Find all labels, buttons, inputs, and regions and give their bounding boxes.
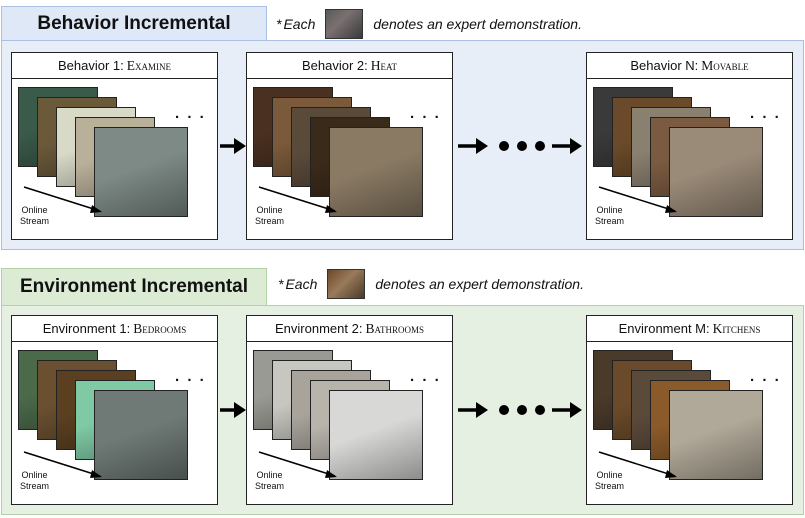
more-frames-dots: . . .	[175, 105, 206, 122]
more-frames-dots: . . .	[175, 368, 206, 385]
panel-title-prefix: Behavior 2:	[301, 58, 368, 73]
online-stream-label-line2: Stream	[255, 481, 285, 491]
ellipsis-arrow-icon	[458, 138, 582, 154]
panel-title-prefix: Behavior 1:	[57, 58, 124, 73]
online-stream-label-line1: Online	[256, 470, 283, 480]
panel-title-prefix: Environment M:	[618, 321, 710, 336]
stream-arrow-icon	[23, 451, 102, 478]
panel-title-task: Heat	[370, 57, 397, 73]
panel-title-prefix: Environment 2:	[275, 321, 363, 336]
note-star: *	[276, 16, 282, 32]
panel-title: Environment 1: Bedrooms	[12, 316, 217, 342]
panel-title-prefix: Environment 1:	[42, 321, 131, 336]
note-each: Each	[283, 16, 316, 32]
panel-title: Behavior 2: Heat	[247, 53, 452, 79]
online-stream-label-line2: Stream	[20, 216, 50, 226]
demonstration-frame	[94, 390, 188, 480]
stream-arrow-icon	[23, 186, 102, 213]
note-star: *	[278, 276, 284, 292]
panel-title-task: Examine	[126, 57, 171, 73]
more-frames-dots: . . .	[750, 105, 781, 122]
panel-title-prefix: Behavior N:	[630, 58, 699, 73]
online-stream-label-line1: Online	[596, 205, 623, 215]
online-stream-label-line1: Online	[596, 470, 623, 480]
online-stream-label-line1: Online	[21, 470, 48, 480]
environment-section-title: Environment Incremental	[1, 268, 267, 306]
online-stream-label-line1: Online	[256, 205, 283, 215]
panel-title: Environment M: Kitchens	[587, 316, 792, 342]
more-frames-dots: . . .	[750, 368, 781, 385]
panel-title: Environment 2: Bathrooms	[247, 316, 452, 342]
online-stream-label-line1: Online	[21, 205, 48, 215]
demonstration-frame	[669, 127, 763, 217]
demonstration-frame	[329, 127, 423, 217]
note-each: Each	[285, 276, 318, 292]
panel-title-task: Kitchens	[712, 320, 761, 336]
demonstration-frame	[94, 127, 188, 217]
arrow-right-icon	[220, 138, 246, 154]
arrow-right-icon	[220, 402, 246, 418]
stream-arrow-icon	[598, 186, 677, 213]
panel-title: Behavior 1: Examine	[12, 53, 217, 79]
more-frames-dots: . . .	[410, 105, 441, 122]
demonstration-frame	[669, 390, 763, 480]
demo-thumbnail-icon	[325, 9, 364, 39]
panel-title-task: Bathrooms	[365, 320, 424, 336]
more-frames-dots: . . .	[410, 368, 441, 385]
behavior-section-title: Behavior Incremental	[1, 6, 267, 41]
stream-arrow-icon	[258, 186, 337, 213]
demo-thumbnail-icon	[327, 269, 366, 299]
online-stream-label-line2: Stream	[595, 216, 625, 226]
environment-note: * Each denotes an expert demonstration.	[278, 269, 584, 299]
ellipsis-arrow-icon	[458, 402, 582, 418]
stream-arrow-icon	[258, 451, 337, 478]
panel-title-task: Bedrooms	[133, 320, 187, 336]
online-stream-label-line2: Stream	[255, 216, 285, 226]
panel-title-task: Movable	[701, 57, 749, 73]
online-stream-label-line2: Stream	[595, 481, 625, 491]
stream-arrow-icon	[598, 451, 677, 478]
demonstration-frame	[329, 390, 423, 480]
note-text: denotes an expert demonstration.	[373, 16, 582, 32]
behavior-note: * Each denotes an expert demonstration.	[276, 9, 582, 39]
note-text: denotes an expert demonstration.	[375, 276, 584, 292]
online-stream-label-line2: Stream	[20, 481, 50, 491]
panel-title: Behavior N: Movable	[587, 53, 792, 79]
